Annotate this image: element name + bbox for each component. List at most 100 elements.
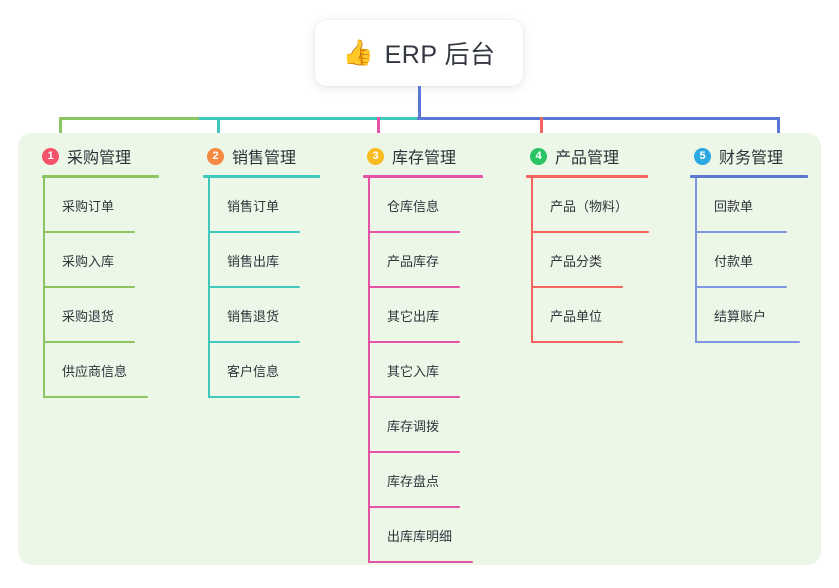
leaf-label: 销售出库 [227,254,280,269]
branch-column-2[interactable]: 2 销售管理 销售订单 销售出库 销售退货 客户信息 [195,143,345,398]
leaf-rule [43,231,135,233]
list-item[interactable]: 采购入库 [30,233,180,288]
leaf-label: 产品（物料） [550,199,629,214]
branch-title-3: 库存管理 [392,150,457,167]
drop-connector-5 [777,117,780,147]
leaf-label: 付款单 [714,254,754,269]
leaf-rule [368,231,460,233]
root-node-card[interactable]: 👍 ERP 后台 [315,20,523,86]
branch-rule-2 [203,175,320,178]
list-item[interactable]: 结算账户 [682,288,832,343]
branch-title-5: 财务管理 [719,150,784,167]
branch-column-5[interactable]: 5 财务管理 回款单 付款单 结算账户 [682,143,832,343]
list-item[interactable]: 回款单 [682,178,832,233]
leaf-label: 回款单 [714,199,754,214]
branch-title-1: 采购管理 [67,150,132,167]
leaf-rule [43,286,135,288]
branch-rule-4 [526,175,648,178]
branch-header-5[interactable]: 5 财务管理 [682,143,832,169]
branch-items-5: 回款单 付款单 结算账户 [682,178,832,343]
leaf-rule [208,231,300,233]
list-item[interactable]: 采购退货 [30,288,180,343]
drop-connector-1 [59,117,62,147]
list-item[interactable]: 库存盘点 [355,453,505,508]
branch-items-2: 销售订单 销售出库 销售退货 客户信息 [195,178,345,398]
leaf-label: 产品分类 [550,254,603,269]
list-item[interactable]: 其它出库 [355,288,505,343]
branch-rule-5 [690,175,808,178]
branch-badge-2: 2 [207,147,224,165]
branch-header-2[interactable]: 2 销售管理 [195,143,345,169]
list-item[interactable]: 销售订单 [195,178,345,233]
thumbs-up-emoji: 👍 [342,38,374,67]
leaf-label: 结算账户 [714,309,767,324]
branch-panel [18,133,821,565]
leaf-label: 仓库信息 [387,199,440,214]
list-item[interactable]: 产品分类 [518,233,678,288]
bus-segment-teal [199,117,419,120]
leaf-rule [368,396,460,398]
leaf-label: 采购入库 [62,254,115,269]
branch-badge-4: 4 [530,147,547,165]
list-item[interactable]: 其它入库 [355,343,505,398]
leaf-label: 采购订单 [62,199,115,214]
leaf-rule [531,286,623,288]
leaf-rule [695,286,787,288]
branch-badge-5: 5 [694,147,711,165]
branch-items-1: 采购订单 采购入库 采购退货 供应商信息 [30,178,180,398]
branch-items-4: 产品（物料） 产品分类 产品单位 [518,178,678,343]
leaf-label: 库存盘点 [387,474,440,489]
leaf-label: 其它入库 [387,364,440,379]
leaf-label: 销售订单 [227,199,280,214]
leaf-label: 客户信息 [227,364,280,379]
branch-badge-1: 1 [42,147,59,165]
branch-trunk-3 [368,178,370,563]
list-item[interactable]: 销售出库 [195,233,345,288]
leaf-label: 销售退货 [227,309,280,324]
branch-title-2: 销售管理 [232,150,297,167]
bus-segment-blue [417,117,780,120]
drop-connector-2 [217,117,220,147]
list-item[interactable]: 库存调拨 [355,398,505,453]
leaf-label: 库存调拨 [387,419,440,434]
branch-header-3[interactable]: 3 库存管理 [355,143,505,169]
leaf-rule [368,451,460,453]
list-item[interactable]: 销售退货 [195,288,345,343]
leaf-rule [368,561,473,563]
leaf-rule [43,341,135,343]
root-node-title: ERP 后台 [384,41,496,69]
leaf-rule [695,231,787,233]
leaf-label: 采购退货 [62,309,115,324]
drop-connector-4 [540,117,543,147]
leaf-label: 出库库明细 [387,529,453,544]
leaf-label: 产品库存 [387,254,440,269]
list-item[interactable]: 付款单 [682,233,832,288]
list-item[interactable]: 仓库信息 [355,178,505,233]
branch-header-4[interactable]: 4 产品管理 [518,143,678,169]
branch-column-1[interactable]: 1 采购管理 采购订单 采购入库 采购退货 供应商信息 [30,143,180,398]
branch-header-1[interactable]: 1 采购管理 [30,143,180,169]
list-item[interactable]: 产品（物料） [518,178,678,233]
list-item[interactable]: 产品单位 [518,288,678,343]
branch-column-3[interactable]: 3 库存管理 仓库信息 产品库存 其它出库 其它入库 库存调拨 [355,143,505,563]
branch-title-4: 产品管理 [555,150,620,167]
leaf-rule [695,341,800,343]
branch-trunk-5 [695,178,697,343]
list-item[interactable]: 产品库存 [355,233,505,288]
branch-rule-3 [363,175,483,178]
branch-items-3: 仓库信息 产品库存 其它出库 其它入库 库存调拨 库存盘点 [355,178,505,563]
drop-connector-3 [377,117,380,147]
list-item[interactable]: 采购订单 [30,178,180,233]
leaf-rule [43,396,148,398]
leaf-label: 产品单位 [550,309,603,324]
list-item[interactable]: 客户信息 [195,343,345,398]
branch-column-4[interactable]: 4 产品管理 产品（物料） 产品分类 产品单位 [518,143,678,343]
list-item[interactable]: 供应商信息 [30,343,180,398]
leaf-rule [368,286,460,288]
bus-segment-green [59,117,201,120]
branch-trunk-1 [43,178,45,398]
branch-trunk-4 [531,178,533,343]
root-stem-connector [418,86,421,118]
list-item[interactable]: 出库库明细 [355,508,505,563]
leaf-rule [208,341,300,343]
